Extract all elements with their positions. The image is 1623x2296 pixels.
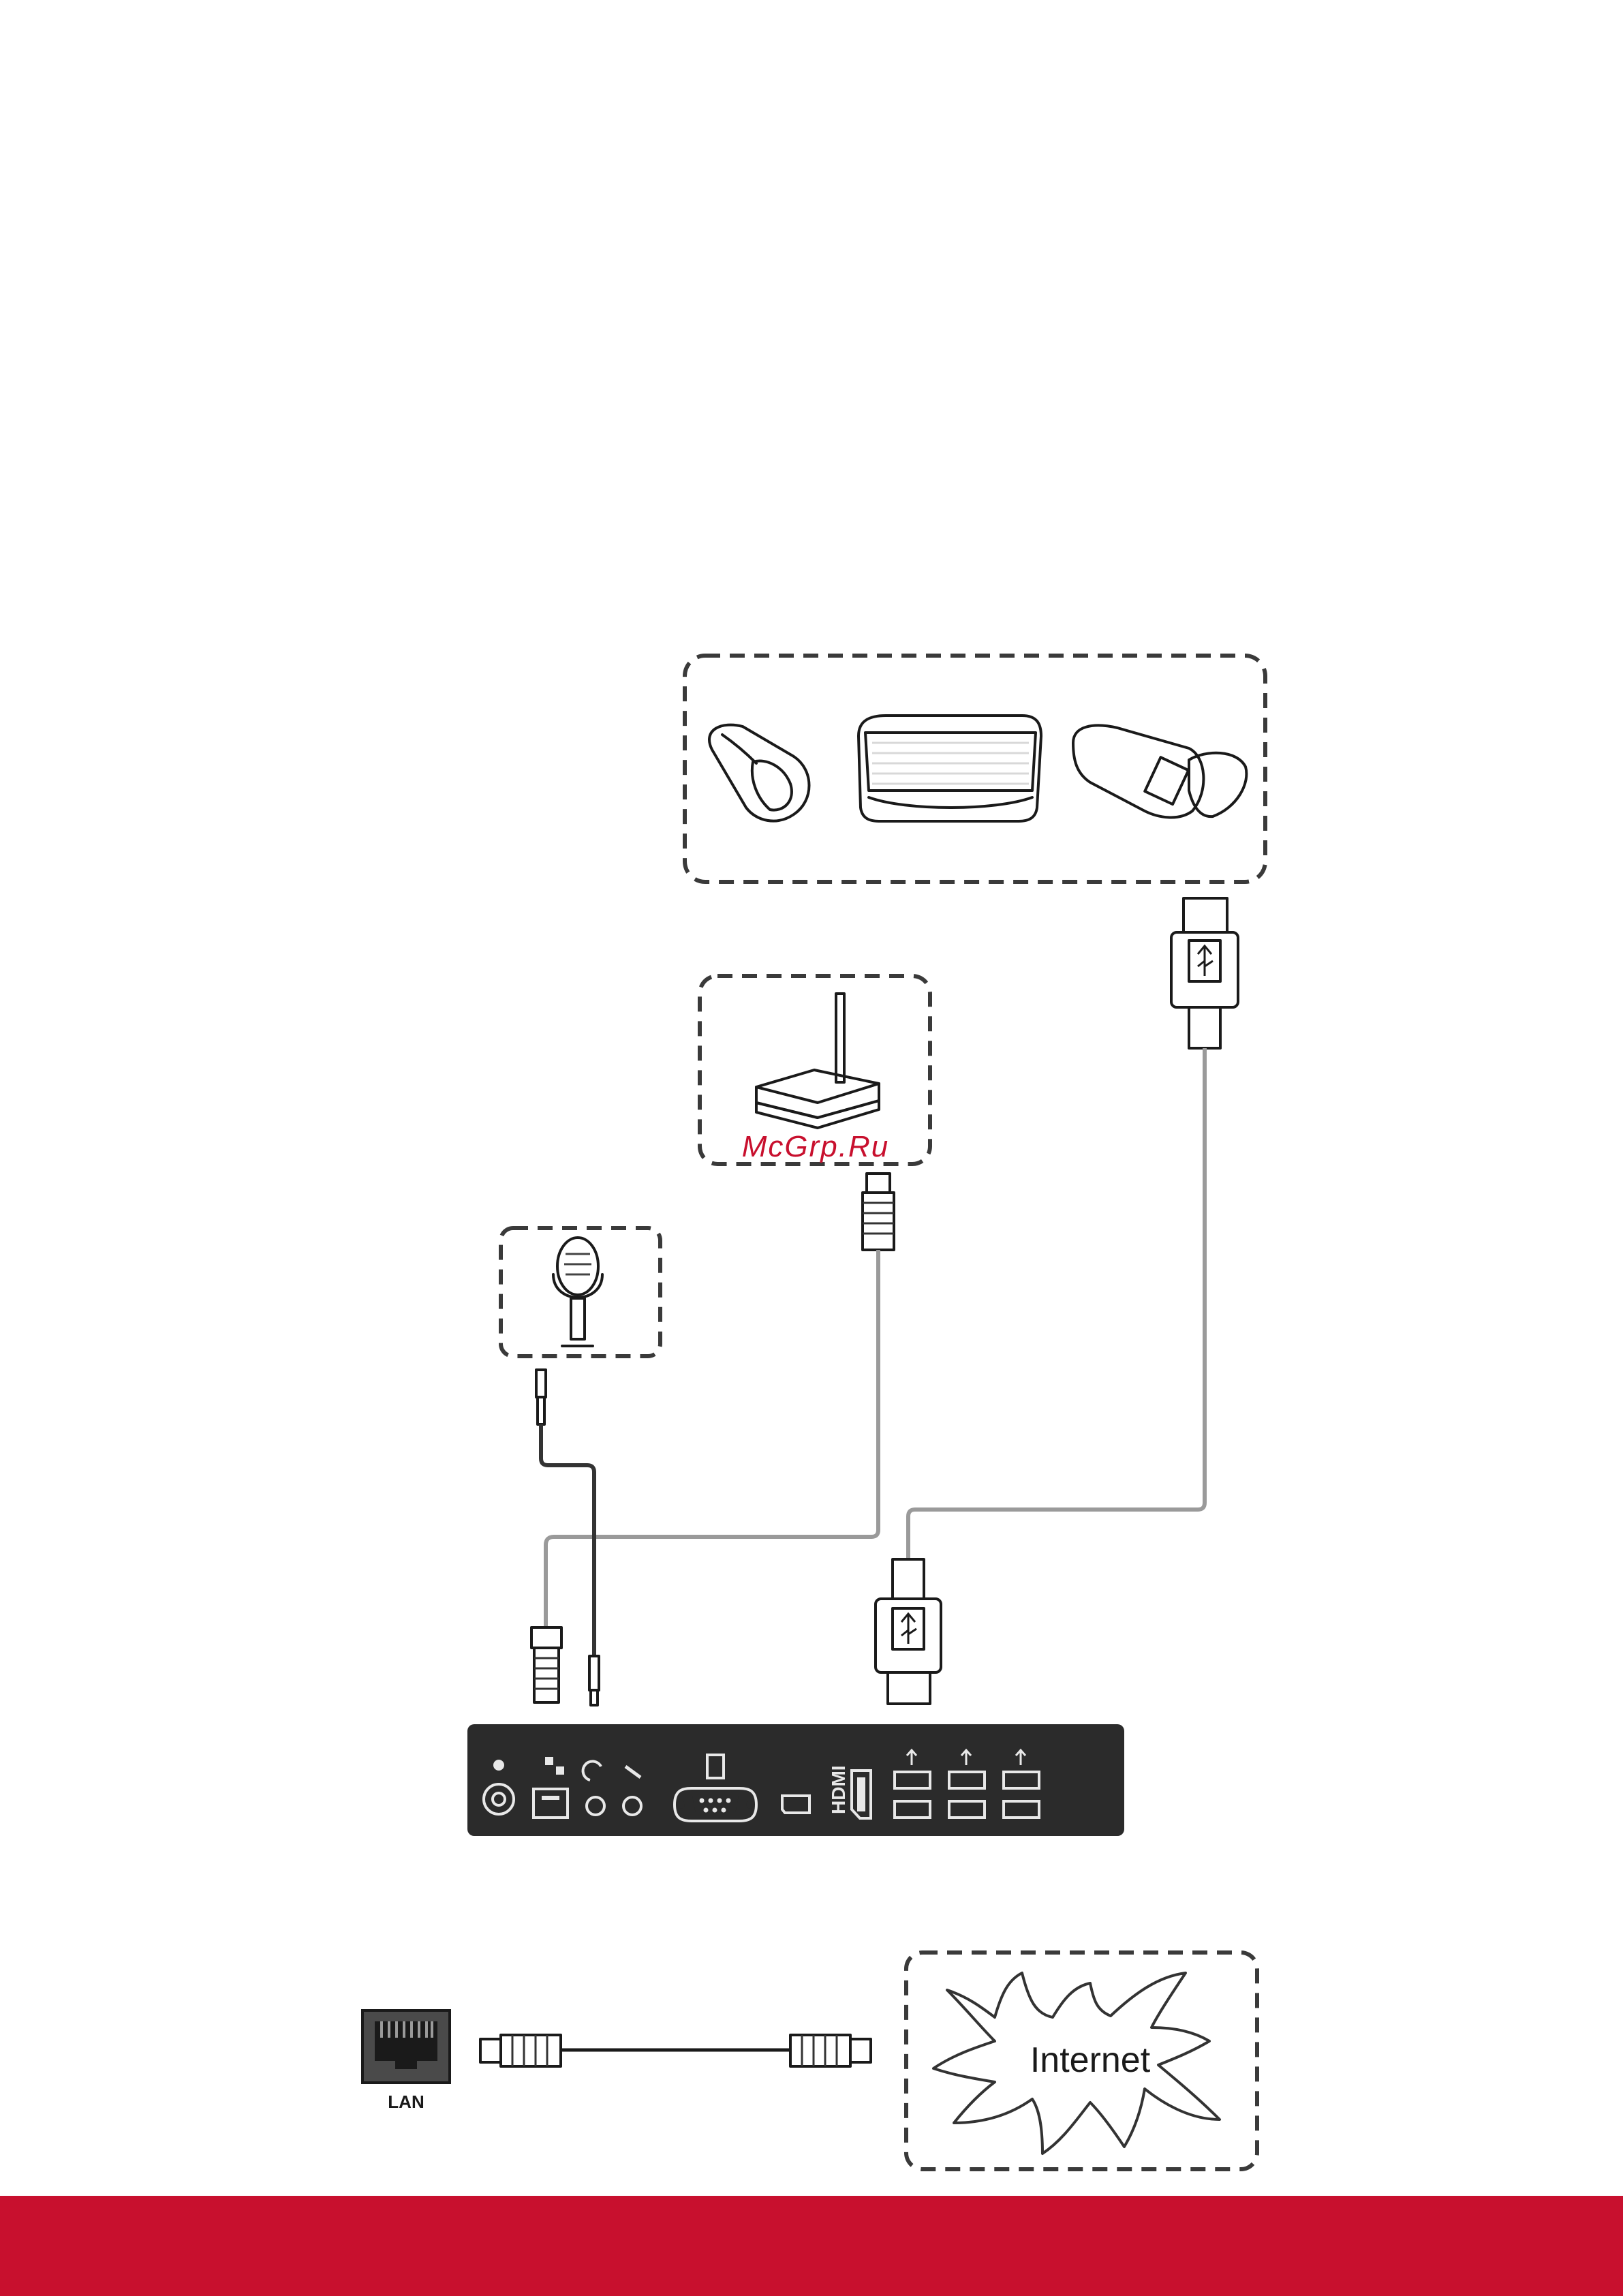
rj45-connector-icon <box>480 2035 561 2066</box>
lan-label: LAN <box>388 2092 424 2112</box>
audio-jack-icon <box>536 1370 546 1424</box>
usb-connector-icon <box>876 1559 941 1704</box>
rj45-connector-icon <box>531 1627 561 1702</box>
internet-label: Internet <box>1030 2040 1151 2080</box>
microphone-icon <box>553 1238 602 1346</box>
footer-bar <box>0 2196 1623 2296</box>
microphone-group <box>501 1228 660 1356</box>
audio-jack-icon <box>589 1656 599 1705</box>
usb-flash-drive-icon <box>1073 725 1246 817</box>
keyboard-icon <box>859 716 1041 821</box>
io-panel <box>467 1724 1124 1836</box>
rj45-connector-icon <box>863 1174 894 1250</box>
mouse-icon <box>709 725 809 821</box>
usb-connector-icon <box>1171 898 1238 1048</box>
hdmi-label: HDMI <box>828 1765 849 1814</box>
watermark: McGrp.Ru <box>742 1130 889 1163</box>
usb-cable <box>908 1048 1205 1559</box>
usb-peripherals-group <box>685 656 1265 882</box>
router-icon <box>756 994 879 1128</box>
rj45-connector-icon <box>790 2035 871 2066</box>
lan-wall-socket-icon <box>362 2010 450 2083</box>
